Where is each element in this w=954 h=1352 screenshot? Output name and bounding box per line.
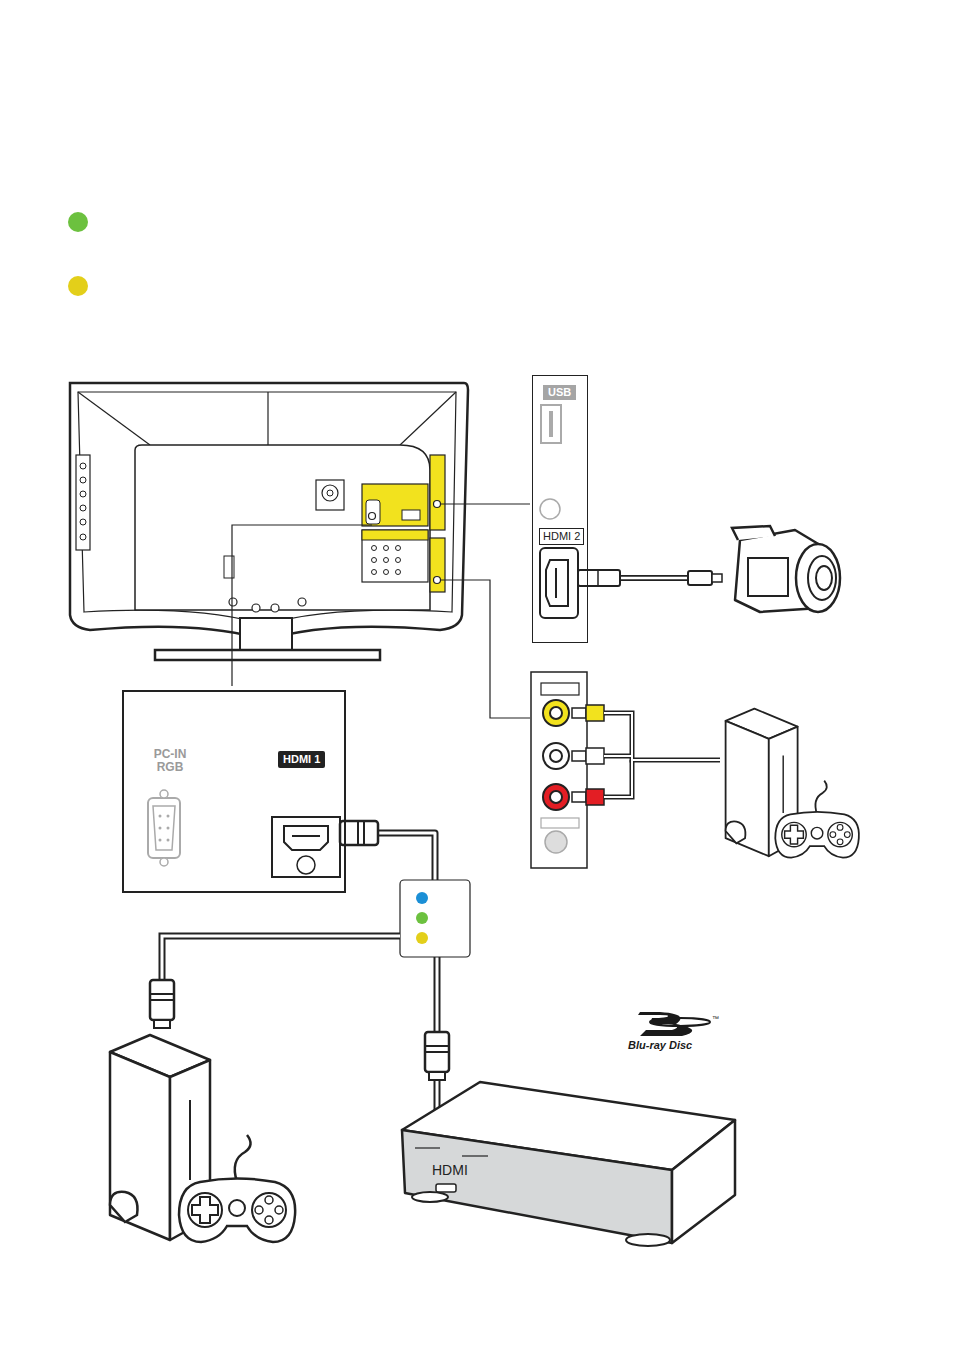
hdmi-cable (346, 833, 437, 1130)
port-label: USB (543, 385, 576, 400)
logo-text: Blu-ray Disc (628, 1040, 692, 1051)
trademark: ™ (712, 1015, 719, 1022)
port-label: HDMI 1 (278, 751, 325, 768)
port-label: HDMI (432, 1163, 468, 1177)
blu-ray-player: HDMI (402, 1130, 672, 1243)
connector-panel: USB HDMI 2 (532, 375, 588, 643)
port-label: PC-IN RGB (148, 748, 192, 773)
connector-panel: PC-IN RGB HDMI 1 (122, 690, 346, 893)
port-label: HDMI 2 (539, 528, 584, 545)
